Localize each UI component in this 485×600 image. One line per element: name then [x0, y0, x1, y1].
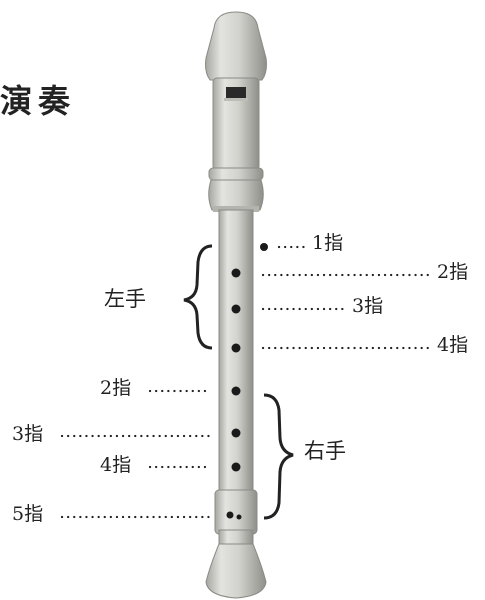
- label-left-2: 2指: [437, 261, 469, 283]
- right-hand-brace: [263, 393, 294, 520]
- left-hand-brace: [183, 244, 213, 350]
- recorder-bell: [205, 543, 267, 599]
- tone-hole-right-4: [231, 462, 241, 472]
- tone-hole-right-3: [231, 428, 241, 438]
- label-right-2: 2指: [100, 377, 132, 399]
- tone-hole-left-4: [231, 343, 241, 353]
- page-title: 演奏: [0, 82, 77, 120]
- tone-hole-left-3: [231, 304, 241, 314]
- label-right-5: 5指: [12, 503, 44, 525]
- right-hand-label: 右手: [304, 439, 346, 463]
- recorder-joint-ring: [208, 167, 264, 181]
- recorder-window: [226, 87, 246, 98]
- tone-hole-left-2: [231, 268, 241, 278]
- tone-hole-right-2: [231, 386, 241, 396]
- leader-lines: [60, 245, 433, 519]
- label-right-3: 3指: [12, 423, 44, 445]
- recorder-mouthpiece: [205, 11, 267, 81]
- label-left-3: 3指: [352, 295, 384, 317]
- thumb-hole: [260, 243, 268, 251]
- label-left-4: 4指: [437, 334, 469, 356]
- label-left-1: 1指: [312, 232, 344, 254]
- left-hand-label: 左手: [104, 287, 146, 311]
- recorder: [205, 11, 268, 599]
- recorder-foot-joint: [214, 489, 258, 535]
- tone-hole-right-5a: [226, 511, 234, 519]
- tone-hole-right-5b: [236, 514, 242, 520]
- label-right-4: 4指: [100, 454, 132, 476]
